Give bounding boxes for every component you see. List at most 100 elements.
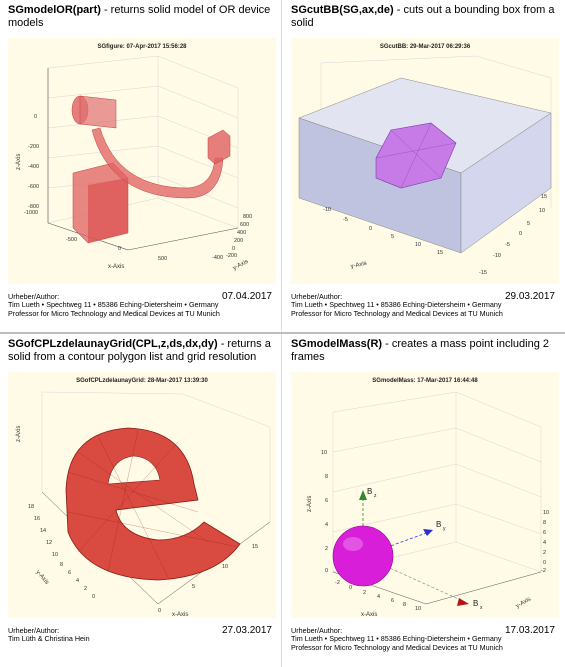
y-axis-label: y-Axis <box>232 259 249 272</box>
y-tick: 2 <box>84 586 87 592</box>
panel-sgofcplzdelaunaygrid: SGofCPLzdelaunayGrid(CPL,z,ds,dx,dy) - r… <box>0 334 282 667</box>
author: Tim Lueth • Spechtweg 11 • 85386 Eching-… <box>291 300 502 310</box>
x-tick: -500 <box>66 237 77 243</box>
function-description: - creates a mass point including 2 frame… <box>291 338 549 363</box>
function-name[interactable]: SGofCPLzdelaunayGrid(CPL,z,ds,dx,dy) <box>8 338 218 350</box>
figure: -10 -5 0 5 10 15 15 10 5 0 -5 -10 -15 y-… <box>291 38 559 284</box>
affiliation: Professor for Micro Technology and Medic… <box>8 308 220 318</box>
x-axis-label: x-Axis <box>172 612 188 618</box>
author-label: Urheber/Author: <box>291 626 343 635</box>
x-tick: 10 <box>539 208 545 214</box>
y-tick: 5 <box>391 234 394 240</box>
y-tick: 10 <box>415 242 421 248</box>
y-tick: 10 <box>52 552 58 558</box>
date: 07.04.2017 <box>221 291 272 302</box>
y-tick: 800 <box>243 214 252 220</box>
z-tick: -400 <box>28 164 39 170</box>
z-axis-label: z-Axis <box>16 154 22 170</box>
x-tick: 0 <box>349 585 352 591</box>
function-name[interactable]: SGmodelOR(part) <box>8 4 101 16</box>
z-frame-arrow <box>359 490 367 500</box>
x-tick: -5 <box>505 242 510 248</box>
panel-sgmodelor: SGmodelOR(part) - returns solid model of… <box>0 0 282 333</box>
author: Tim Lüth & Christina Hein <box>8 634 90 644</box>
plot-3d: 0 -200 -400 -600 -800 -1000 -500 0 500 8… <box>16 55 252 272</box>
panel-sgmodelmass: SGmodelMass(R) - creates a mass point in… <box>283 334 565 667</box>
panel-title: SGmodelOR(part) - returns solid model of… <box>8 4 276 30</box>
y-tick: 12 <box>46 540 52 546</box>
by-subscript: y <box>443 526 446 532</box>
figure-title: SGfigure: 07-Apr-2017 15:56:28 <box>97 44 187 50</box>
panel-title: SGmodelMass(R) - creates a mass point in… <box>291 338 559 364</box>
x-axis-label: x-Axis <box>361 612 377 618</box>
panel-sgcutbb: SGcutBB(SG,ax,de) - cuts out a bounding … <box>283 0 565 333</box>
by-label: B <box>436 520 441 529</box>
mass-sphere <box>332 525 394 587</box>
z-tick: 0 <box>34 114 37 120</box>
x-tick: 0 <box>118 246 121 252</box>
bz-subscript: z <box>374 493 377 499</box>
y-tick: 4 <box>76 578 79 584</box>
plot-3d: B z B y B x 10 8 6 4 2 0 -2 0 2 4 6 8 10… <box>307 391 549 618</box>
y-tick: 0 <box>92 594 95 600</box>
x-tick: 4 <box>377 594 380 600</box>
z-tick: 2 <box>325 546 328 552</box>
affiliation: Professor for Micro Technology and Medic… <box>291 308 503 318</box>
y-tick: 6 <box>543 530 546 536</box>
figure: B z B y B x 10 8 6 4 2 0 -2 0 2 4 6 8 10… <box>291 372 559 618</box>
x-tick: -2 <box>335 580 340 586</box>
affiliation: Professor for Micro Technology and Medic… <box>291 642 503 652</box>
function-description: - cuts out a bounding box from a solid <box>291 4 555 29</box>
y-tick: 8 <box>60 562 63 568</box>
red-cylinder <box>79 95 117 129</box>
y-tick: 600 <box>240 222 249 228</box>
z-tick: -1000 <box>24 210 38 216</box>
z-tick: -200 <box>28 144 39 150</box>
y-tick: 200 <box>234 238 243 244</box>
y-tick: 18 <box>28 504 34 510</box>
x-tick: -10 <box>493 253 501 259</box>
bx-label: B <box>473 599 478 608</box>
y-tick: -200 <box>226 253 237 259</box>
x-tick: 2 <box>363 590 366 596</box>
z-tick: 4 <box>325 522 328 528</box>
y-tick: 0 <box>369 226 372 232</box>
y-tick: 10 <box>543 510 549 516</box>
y-tick: 4 <box>543 540 546 546</box>
y-axis-label: y-Axis <box>34 569 49 585</box>
x-tick: 15 <box>541 194 547 200</box>
z-tick: 10 <box>321 450 327 456</box>
function-name[interactable]: SGcutBB(SG,ax,de) <box>291 4 394 16</box>
x-tick: 10 <box>222 564 228 570</box>
author: Tim Lueth • Spechtweg 11 • 85386 Eching-… <box>291 634 502 644</box>
x-tick: 0 <box>519 231 522 237</box>
x-tick: 10 <box>415 606 421 612</box>
function-name[interactable]: SGmodelMass(R) <box>291 338 383 350</box>
x-tick: 8 <box>403 602 406 608</box>
y-tick: -400 <box>212 255 223 261</box>
y-tick: -5 <box>343 217 348 223</box>
y-tick: 2 <box>543 550 546 556</box>
z-tick: -800 <box>28 204 39 210</box>
bz-label: B <box>367 487 372 496</box>
y-tick: -2 <box>541 568 546 574</box>
red-cube <box>207 129 231 165</box>
function-description: - returns a solid from a contour polygon… <box>8 338 271 363</box>
figure: 18 16 14 12 10 8 6 4 2 0 0 5 10 15 y-Axi… <box>8 372 276 618</box>
figure-title: SGmodelMass: 17-Mar-2017 16:44:48 <box>372 378 478 384</box>
y-tick: 8 <box>543 520 546 526</box>
z-tick: -600 <box>28 184 39 190</box>
y-axis-label: y-Axis <box>515 596 532 609</box>
author-label: Urheber/Author: <box>8 292 60 301</box>
y-tick: 0 <box>232 246 235 252</box>
x-tick: 0 <box>158 608 161 614</box>
figure: 0 -200 -400 -600 -800 -1000 -500 0 500 8… <box>8 38 276 284</box>
y-tick: 400 <box>237 230 246 236</box>
bx-subscript: x <box>480 605 483 611</box>
z-tick: 6 <box>325 498 328 504</box>
footer: Urheber/Author: Tim Lueth • Spechtweg 11… <box>291 625 559 652</box>
y-frame-arrow <box>423 529 433 536</box>
box-side <box>460 112 552 254</box>
footer: Urheber/Author: Tim Lueth • Spechtweg 11… <box>291 291 559 318</box>
z-tick: 0 <box>325 568 328 574</box>
